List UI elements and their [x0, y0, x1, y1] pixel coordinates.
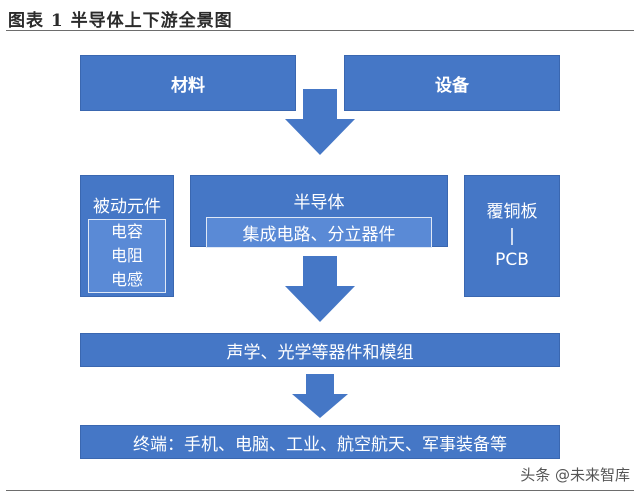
arrow-down-1 — [285, 89, 355, 155]
figure-title: 图表 1 半导体上下游全景图 — [8, 11, 233, 31]
semiconductor-box: 半导体 集成电路、分立器件 — [190, 175, 448, 248]
passive-title: 被动元件 — [93, 197, 161, 217]
passive-list: 电容 电阻 电感 — [88, 219, 166, 293]
equipment-box: 设备 — [344, 55, 560, 111]
pcb-label: PCB — [495, 250, 529, 270]
watermark-text: 头条 @未来智库 — [520, 466, 630, 484]
pcb-separator: | — [509, 226, 515, 246]
modules-bar: 声学、光学等器件和模组 — [80, 333, 560, 367]
semiconductor-sub: 集成电路、分立器件 — [206, 217, 432, 248]
passive-components-box: 被动元件 电容 电阻 电感 — [80, 175, 174, 297]
materials-box: 材料 — [80, 55, 296, 111]
pcb-title: 覆铜板 — [486, 202, 538, 222]
arrow-down-3 — [292, 374, 348, 418]
bottom-rule — [6, 490, 634, 491]
pcb-box: 覆铜板 | PCB — [464, 175, 560, 297]
terminal-bar: 终端：手机、电脑、工业、航空航天、军事装备等 — [80, 425, 560, 459]
inductor-label: 电感 — [110, 270, 143, 289]
top-rule — [6, 30, 634, 31]
resistor-label: 电阻 — [110, 246, 143, 265]
semiconductor-title: 半导体 — [293, 193, 345, 213]
capacitor-label: 电容 — [110, 222, 143, 241]
arrow-down-2 — [285, 256, 355, 322]
